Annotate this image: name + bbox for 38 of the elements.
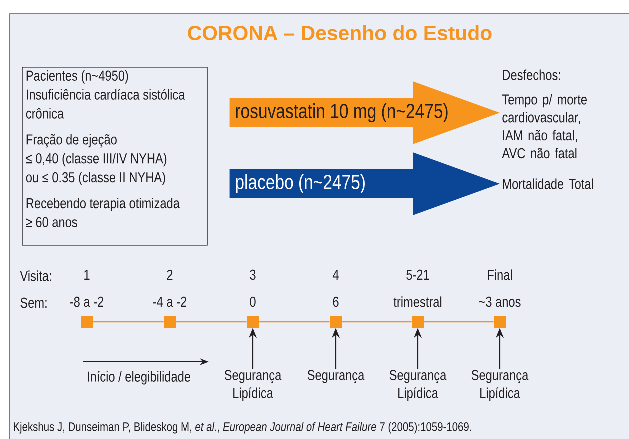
week-label: 0 (250, 296, 256, 308)
timeline-marker (164, 316, 176, 328)
visit-number: 4 (332, 270, 339, 280)
title: CORONA – Desenho do Estudo (188, 26, 492, 40)
patient-box: Pacientes (n~4950) Insuficiência cardíaca sistólica crônica Fração de ejeção ≤ 0,40 (classe III/IV NYHA) ou ≤ 0.35 (classe II NYHA) Recebendo terapia otimizada ≥ 60 anos (22, 67, 208, 246)
timeline-marker (247, 316, 259, 328)
week-label: trimestral (394, 296, 442, 308)
week-label: -8 a -2 (70, 296, 104, 308)
week-label: 6 (333, 296, 339, 308)
visit-assessment: Segurança Lipídica (224, 370, 282, 402)
outcome-text: Mortalidade Total (503, 178, 594, 190)
week-label: -4 a -2 (153, 296, 186, 308)
week-label: ~3 anos (479, 296, 521, 308)
outcome-text: Tempo p/ morte cardiovascular, IAM não fatal, AVC não fatal (502, 94, 588, 159)
visit-number: 2 (167, 270, 173, 280)
timeline-marker (494, 316, 506, 328)
visit-number: Final (488, 270, 512, 280)
citation: Kjekshus J, Dunseiman P, Blideskog M, et al., European Journal of Heart Failure 7 (2005):1059-1069. (14, 422, 472, 434)
timeline-line (93, 321, 164, 323)
timeline-line (259, 321, 330, 323)
timeline-marker (330, 316, 342, 328)
timeline-marker (412, 316, 424, 328)
timeline-line (424, 321, 494, 323)
visit-assessment: Segurança Lipídica (390, 370, 447, 402)
phase-label: Início / elegibilidade (88, 371, 190, 385)
edge-label: rosuvastatin 10 mg (n~2475) (236, 103, 448, 122)
row-label: Visita: (20, 270, 52, 282)
outcome-heading: Desfechos: (503, 70, 560, 80)
edge-label: placebo (n~2475) (236, 174, 365, 194)
visit-assessment: Segurança (308, 370, 365, 384)
row-label: Sem: (20, 298, 47, 308)
visit-assessment: Segurança Lipídica (472, 370, 529, 402)
visit-number: 1 (84, 270, 90, 280)
timeline-marker (81, 316, 93, 328)
timeline-line (176, 321, 247, 323)
visit-number: 5-21 (406, 270, 430, 280)
visit-number: 3 (250, 270, 256, 280)
timeline-line (342, 321, 412, 323)
